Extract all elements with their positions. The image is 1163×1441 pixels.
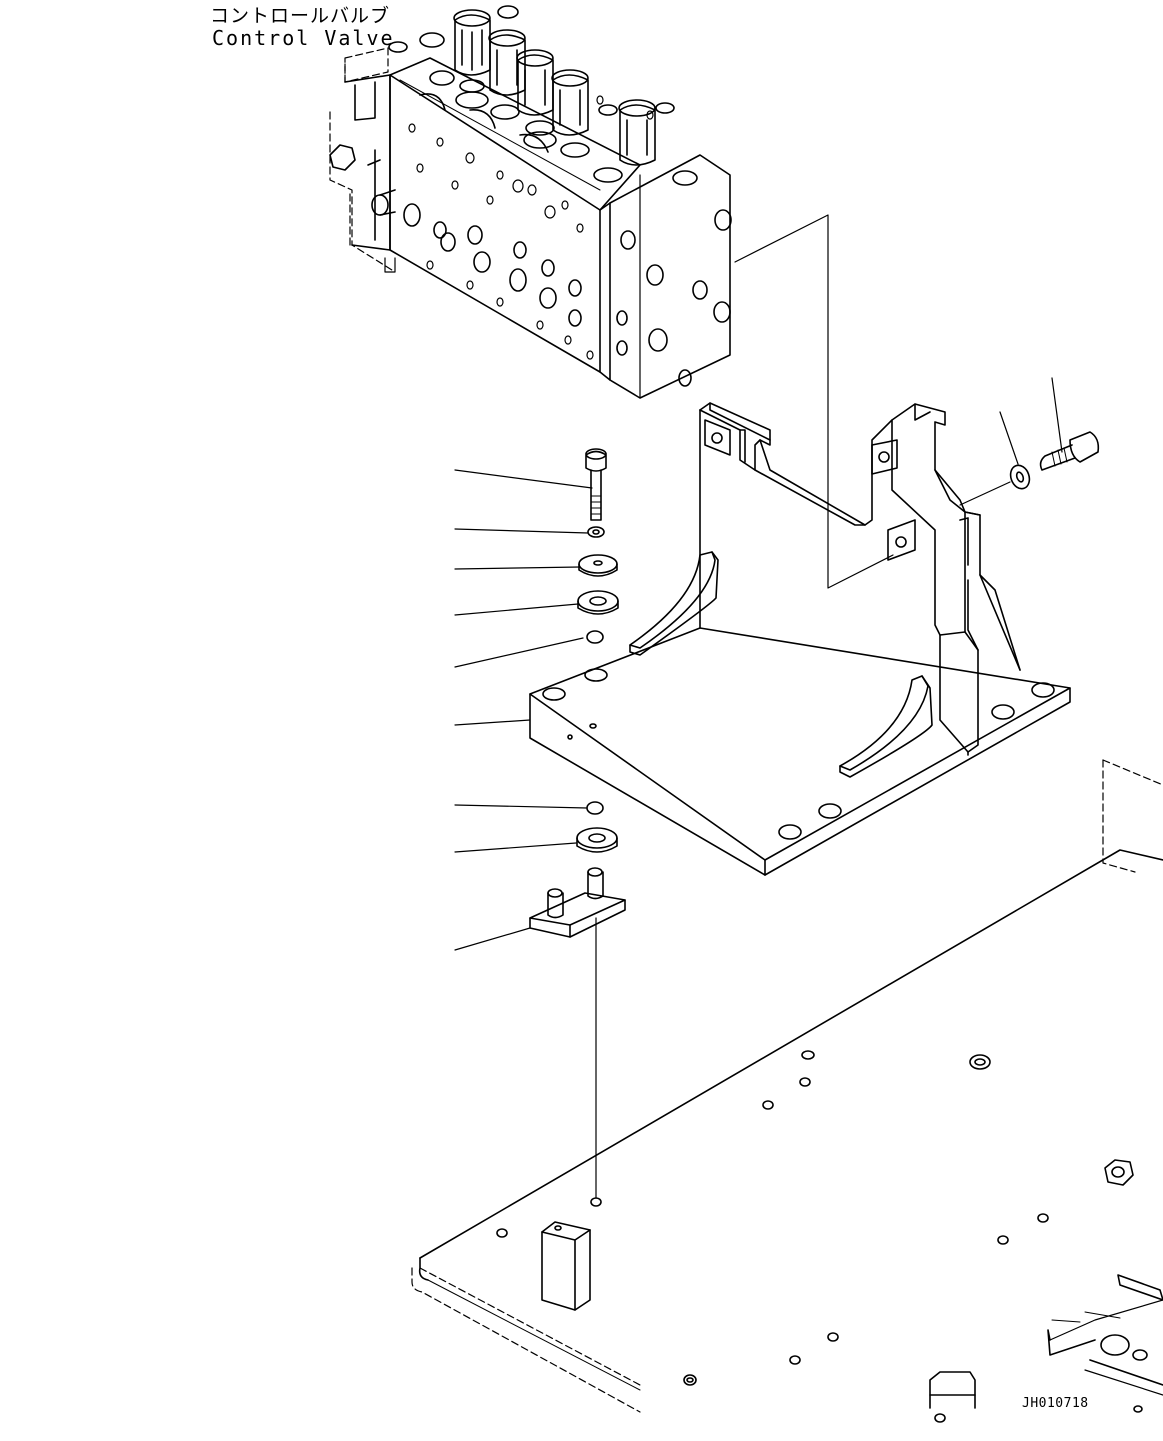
spool-cap-icon (454, 10, 490, 108)
bolt-icon (586, 449, 606, 520)
spring-washer-icon (588, 527, 604, 537)
stopper-plate-icon (530, 868, 625, 937)
collar-icon (587, 802, 603, 814)
fitting-icon (372, 190, 581, 326)
leader-lines (455, 215, 1062, 1198)
spool-cap-icon (552, 70, 589, 157)
washer-icon (1007, 463, 1032, 492)
control-valve-label-jp: コントロールバルブ (210, 5, 391, 27)
bolt-icon (1041, 432, 1099, 470)
spool-cap-icon (489, 30, 525, 119)
drawing-code: JH010718 (1022, 1396, 1089, 1411)
collar-icon (587, 631, 603, 643)
revolving-frame (412, 760, 1163, 1422)
cushion-icon (577, 828, 617, 852)
control-valve-label-en: Control Valve (212, 26, 395, 50)
control-valve-assembly (330, 6, 731, 398)
spool-cap-icon (594, 100, 697, 185)
fitting-icon (617, 210, 731, 386)
cushion-icon (578, 591, 618, 614)
washer-icon (579, 555, 617, 576)
spool-cap-icon (517, 50, 556, 148)
valve-bracket (530, 403, 1070, 875)
